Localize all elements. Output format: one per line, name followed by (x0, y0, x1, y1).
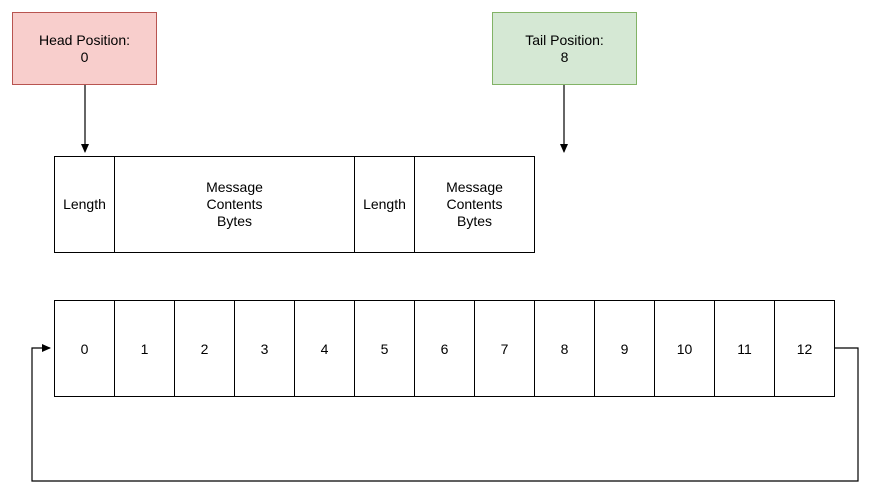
buffer-cell: 2 (174, 300, 235, 397)
length-field: Length (54, 156, 115, 253)
field-text-line: Contents (206, 196, 263, 212)
buffer-cell: 9 (594, 300, 655, 397)
length-field: Length (354, 156, 415, 253)
field-text-line: Message (446, 179, 503, 195)
buffer-cell: 5 (354, 300, 415, 397)
buffer-cell: 4 (294, 300, 355, 397)
buffer-cell: 1 (114, 300, 175, 397)
field-text-line: Contents (446, 196, 503, 212)
buffer-cell: 3 (234, 300, 295, 397)
field-text-line: Length (63, 196, 106, 212)
buffer-cell: 8 (534, 300, 595, 397)
buffer-cell: 10 (654, 300, 715, 397)
head-position-value: 0 (80, 48, 89, 65)
tail-position-label: Tail Position: (525, 31, 604, 48)
head-position-box: Head Position: 0 (12, 12, 157, 85)
wraparound-arrow (31, 344, 859, 482)
buffer-cell: 0 (54, 300, 115, 397)
buffer-cell: 11 (714, 300, 775, 397)
buffer-cell: 7 (474, 300, 535, 397)
buffer-cell: 12 (774, 300, 835, 397)
tail-position-box: Tail Position: 8 (492, 12, 637, 85)
field-text-line: Message (206, 179, 263, 195)
tail-position-value: 8 (560, 48, 569, 65)
field-text-line: Bytes (216, 213, 252, 229)
head-position-label: Head Position: (38, 31, 131, 48)
buffer-cell: 6 (414, 300, 475, 397)
field-text-line: Length (363, 196, 406, 212)
field-text-line: Bytes (456, 213, 492, 229)
